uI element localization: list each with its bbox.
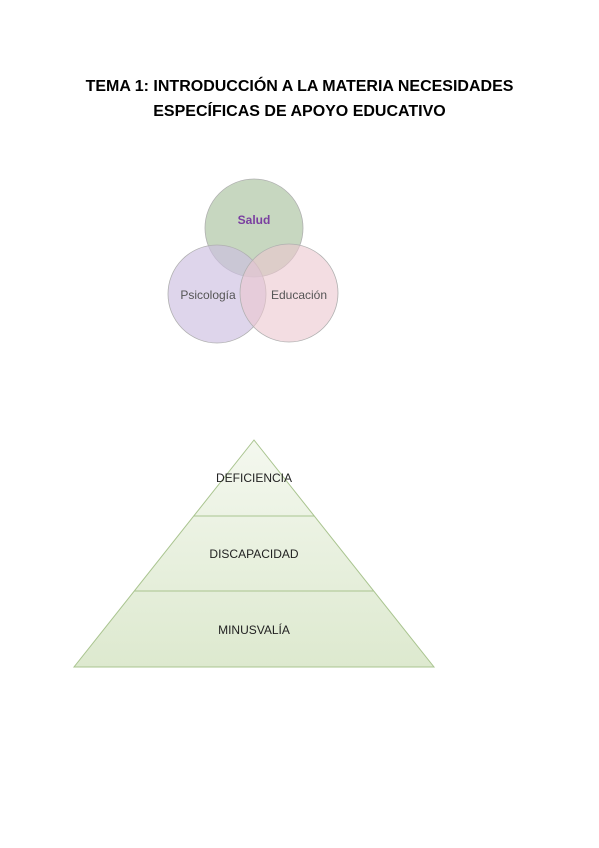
title-line-1: TEMA 1: INTRODUCCIÓN A LA MATERIA NECESI… <box>85 78 514 95</box>
venn-diagram: Salud Psicología Educación <box>167 178 339 344</box>
pyramid-level-discapacidad: DISCAPACIDAD <box>209 547 298 561</box>
pyramid-level-minusvalia: MINUSVALÍA <box>218 622 290 637</box>
pyramid-diagram: DEFICIENCIA DISCAPACIDAD MINUSVALÍA <box>72 439 436 668</box>
title-line-2: ESPECÍFICAS DE APOYO EDUCATIVO <box>153 103 446 120</box>
venn-circle-educacion <box>239 243 339 343</box>
pyramid-shape <box>72 439 436 668</box>
pyramid-level-deficiencia: DEFICIENCIA <box>216 471 292 485</box>
venn-label-educacion: Educación <box>271 288 327 302</box>
document-title: TEMA 1: INTRODUCCIÓN A LA MATERIA NECESI… <box>0 74 599 124</box>
venn-label-psicologia: Psicología <box>180 288 236 302</box>
venn-label-salud: Salud <box>238 213 271 227</box>
